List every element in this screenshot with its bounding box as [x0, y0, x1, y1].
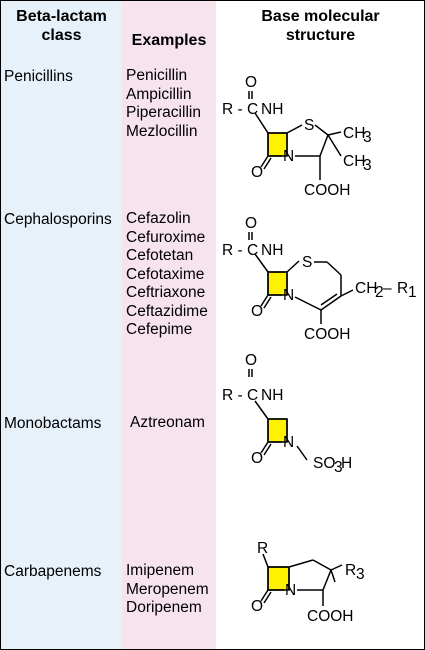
side-chain-label: R - C — [222, 101, 258, 118]
example-item: Piperacillin — [126, 104, 201, 121]
carbapenem-structure — [260, 553, 343, 606]
atom-label: S — [304, 117, 314, 134]
penicillin-structure — [248, 91, 342, 180]
example-item: Aztreonam — [130, 414, 205, 431]
atom-label: N — [283, 434, 294, 451]
example-item: Meropenem — [126, 580, 209, 598]
atom-label: NH — [261, 101, 283, 118]
example-item: Ceftriaxone — [126, 284, 206, 301]
class-penicillins: Penicillins — [4, 68, 73, 85]
atom-label: O — [245, 215, 257, 232]
examples-monobactams: Aztreonam — [130, 414, 205, 433]
subscript: 3 — [356, 566, 365, 583]
structure-header-line2: structure — [285, 27, 356, 44]
monobactam-labels: O R - C NH N O SO 3 H — [222, 352, 352, 476]
structure-header-line1: Base molecular — [261, 8, 380, 25]
atom-label: O — [251, 303, 263, 320]
subscript: 3 — [363, 129, 372, 146]
atom-label: COOH — [304, 182, 351, 199]
atom-label: O — [251, 164, 263, 181]
subscript: 2 — [375, 284, 384, 301]
atom-label: CH — [343, 153, 365, 170]
subscript: 1 — [408, 284, 417, 301]
atom-label: O — [245, 352, 257, 369]
atom-label: COOH — [304, 326, 351, 343]
example-item: Cefotaxime — [126, 265, 205, 283]
class-column-background — [1, 1, 122, 649]
atom-label: O — [251, 450, 263, 467]
atom-label: R — [257, 540, 268, 557]
atom-label: NH — [261, 242, 283, 259]
example-item: Cefuroxime — [126, 228, 206, 246]
atom-label: S — [302, 254, 312, 271]
example-item: Cefazolin — [126, 210, 191, 227]
carbapenem-labels: R R 3 N O COOH — [251, 540, 365, 625]
side-chain-label: R - C — [222, 242, 258, 259]
examples-header: Examples — [131, 32, 207, 49]
example-item: Ampicillin — [126, 85, 192, 103]
atom-label: NH — [261, 387, 283, 404]
examples-carbapenems: Imipenem Meropenem Doripenem — [126, 562, 209, 618]
atom-label: N — [283, 148, 294, 165]
class-header: Beta-lactam class — [1, 7, 122, 45]
atom-label: CH — [343, 125, 365, 142]
example-item: Mezlocillin — [126, 122, 198, 140]
structure-header: Base molecular structure — [216, 7, 425, 45]
subscript: 3 — [363, 157, 372, 174]
examples-cephalosporins: Cefazolin Cefuroxime Cefotetan Cefotaxim… — [126, 210, 208, 340]
bond-dash: – — [383, 280, 392, 297]
examples-column-background — [122, 1, 216, 649]
atom-label: N — [283, 287, 294, 304]
cephalosporin-structure — [248, 232, 354, 324]
atom-label: COOH — [307, 608, 354, 625]
examples-penicillins: Penicillin Ampicillin Piperacillin Mezlo… — [126, 67, 201, 141]
penicillin-labels: O R - C NH S CH 3 CH 3 N O COOH — [222, 74, 372, 199]
atom-label: SO — [313, 455, 335, 472]
class-carbapenems: Carbapenems — [4, 563, 102, 580]
class-header-line2: class — [41, 27, 82, 44]
class-monobactams: Monobactams — [4, 415, 102, 432]
atom-label: O — [245, 74, 257, 91]
atom-label: H — [341, 455, 352, 472]
atom-label: R — [345, 562, 356, 579]
cephalosporin-labels: O R - C NH S N O COOH CH 2 – R 1 — [222, 215, 417, 343]
class-cephalosporins: Cephalosporins — [4, 211, 112, 228]
structures-canvas: O R - C NH S CH 3 CH 3 N O COOH O R - C — [222, 74, 417, 625]
class-header-line1: Beta-lactam — [16, 8, 107, 25]
atom-label: CH — [355, 280, 377, 297]
subscript: 3 — [334, 459, 343, 476]
example-item: Ceftazidime — [126, 302, 208, 320]
side-chain-label: R - C — [222, 387, 258, 404]
example-item: Penicillin — [126, 67, 188, 84]
atom-label: R — [397, 280, 408, 297]
example-item: Cefepime — [126, 321, 193, 338]
example-item: Imipenem — [126, 562, 195, 579]
atom-label: N — [285, 582, 296, 599]
example-item: Cefotetan — [126, 247, 194, 264]
atom-label: O — [251, 598, 263, 615]
monobactam-structure — [248, 369, 308, 461]
example-item: Doripenem — [126, 599, 202, 616]
